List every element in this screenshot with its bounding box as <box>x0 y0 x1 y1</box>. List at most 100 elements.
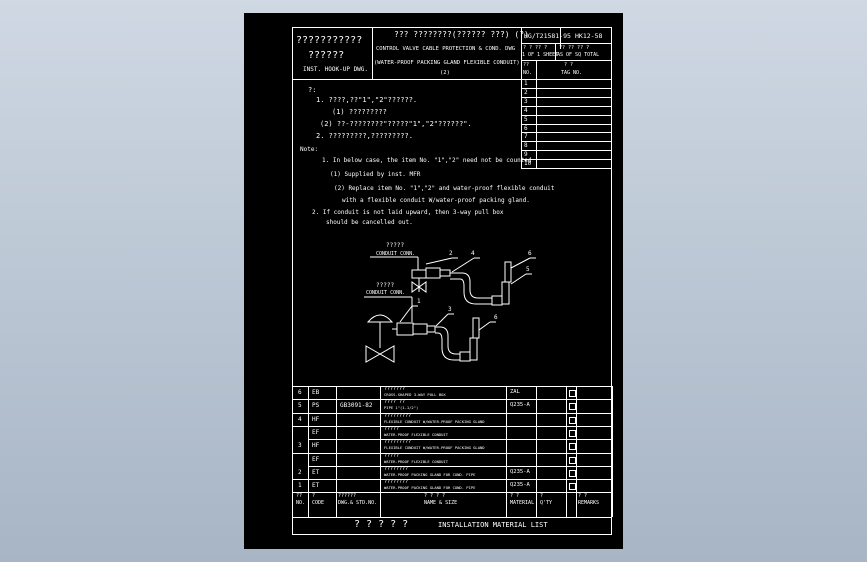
drawing-sheet <box>244 13 623 549</box>
bottom-gland-3 <box>459 351 471 362</box>
material-row-name-zh: ???????? <box>384 465 409 472</box>
material-row-name-en: WATER-PROOF FLEXIBLE CONDUIT <box>384 458 449 464</box>
material-row-name-zh: ????? <box>384 425 400 432</box>
dept-label: INST. HOOK-UP DWG. <box>303 66 369 73</box>
remark-checkbox[interactable] <box>569 429 576 437</box>
material-header-remarks-top: ? ? <box>578 493 588 500</box>
tag-row-number: 1 <box>524 80 528 87</box>
conduit-top-zh: ????? <box>386 242 405 249</box>
material-row-name-zh: ????????? <box>384 412 412 419</box>
callout-5: 5 <box>526 266 530 273</box>
company-line-2: ?????? <box>308 50 345 61</box>
drawing-frame <box>292 27 612 535</box>
material-header-code: CODE <box>312 500 325 507</box>
material-header-material: MATERIAL <box>510 500 535 507</box>
note-en-1: 1. In below case, the item No. "1","2" n… <box>322 157 532 164</box>
top-flex-conduit-b <box>450 278 492 305</box>
top-gland-2 <box>439 269 451 277</box>
material-row-name-en: WATER-PROOF FLEXIBLE CONDUIT <box>384 431 449 437</box>
material-row-std: GB3091-82 <box>340 402 373 410</box>
callout-1: 1 <box>417 298 421 305</box>
note-en-1-2a: (2) Replace item No. "1","2" and water-p… <box>334 185 555 192</box>
remark-checkbox[interactable] <box>569 390 576 397</box>
material-row-name-en: WATER-PROOF PACKING GLAND FOR COND. PIPE <box>384 485 476 491</box>
remark-checkbox[interactable] <box>569 443 576 451</box>
material-row-code: ET <box>312 482 320 490</box>
tag-row-number: 4 <box>524 106 528 114</box>
callout-6-leader <box>510 257 531 269</box>
material-header-name-top: ? ? ? ? <box>424 493 446 500</box>
tag-table-tag-top: ? ? <box>564 62 574 68</box>
tag-row-number: 8 <box>524 142 528 150</box>
material-row-material: ZAL <box>510 389 520 395</box>
material-row-name-zh: ????????? <box>384 439 412 446</box>
std-number: HG/T21581-95 <box>524 32 571 40</box>
material-row-code: ET <box>312 468 320 476</box>
material-row-code: PS <box>312 402 320 410</box>
conduit-top-label: CONDUIT CONN. <box>376 251 416 257</box>
tag-row-number: 3 <box>524 97 528 105</box>
material-header-remarks: REMARKS <box>578 500 600 507</box>
material-row-material: Q235-A <box>510 482 530 489</box>
material-row-name-zh: ???????? <box>384 479 409 486</box>
bottom-conduit-body <box>469 337 478 361</box>
material-header-std-top: ?????? <box>338 493 357 500</box>
bottom-gland-1 <box>412 323 428 335</box>
title-line-1: CONTROL VALVE CABLE PROTECTION & COND. D… <box>376 46 516 52</box>
notes-label: Note: <box>300 146 319 153</box>
remark-checkbox[interactable] <box>569 416 576 424</box>
remark-checkbox[interactable] <box>569 403 576 411</box>
note-zh-1: 1. ????,??"1","2"??????. <box>316 96 418 104</box>
callout-2-leader <box>425 257 453 265</box>
title-line-2: (WATER-PROOF PACKING GLAND FLEXIBLE COND… <box>374 60 520 66</box>
material-row-name-en: WATER-PROOF PACKING GLAND FOR COND. PIPE <box>384 471 476 477</box>
callout-5-leader <box>510 273 527 285</box>
sheet-label-2: 1 OF 1 SHEET <box>522 52 559 58</box>
valve-actuator <box>366 314 394 323</box>
remark-checkbox[interactable] <box>569 456 576 464</box>
material-row-no: 6 <box>298 389 302 396</box>
callout-6-bottom: 6 <box>494 314 498 321</box>
material-row-code: HF <box>312 415 320 423</box>
top-gland-1 <box>425 267 441 279</box>
top-conduit-body <box>501 281 510 305</box>
tag-row-number: 10 <box>524 160 532 168</box>
remark-checkbox[interactable] <box>569 469 576 477</box>
callout-6b-leader <box>478 321 491 331</box>
material-row-no: 3 <box>298 442 302 450</box>
material-row-material: Q235-A <box>510 402 530 409</box>
tag-table-tag: TAG NO. <box>561 70 583 76</box>
tag-table-no-top: ?? <box>523 62 530 68</box>
top-flex-conduit-a <box>450 272 492 299</box>
material-row-material: Q235-A <box>510 468 530 475</box>
material-row-name-zh: ??????? <box>384 386 406 392</box>
note-en-2b: should be cancelled out. <box>326 219 413 226</box>
top-gland-3 <box>491 295 503 306</box>
material-header-name: NAME & SIZE <box>424 500 458 507</box>
conduit-mid-zh: ????? <box>376 282 395 289</box>
top-pipe <box>504 261 512 283</box>
tag-row-number: 5 <box>524 115 528 123</box>
sheet-label-3: ?? ?? ?? ? <box>559 45 590 51</box>
material-row-no: 2 <box>298 468 302 476</box>
remark-checkbox[interactable] <box>569 483 576 491</box>
sheet-label-4: AS OF SQ TOTAL <box>557 52 600 58</box>
note-en-1-2b: with a flexible conduit W/water-proof pa… <box>342 197 530 204</box>
callout-3-leader <box>435 313 449 327</box>
material-row-code: EB <box>312 389 320 396</box>
tag-table-no: NO. <box>523 70 533 76</box>
material-row-name-zh: ???? ?? <box>384 399 406 406</box>
tag-row-number: 9 <box>524 151 528 159</box>
material-footer-zh: ? ? ? ? ? <box>354 519 409 530</box>
material-header-std: DWG.& STD.NO. <box>338 500 378 507</box>
material-row-code: HF <box>312 442 320 450</box>
tag-row-number: 6 <box>524 124 528 132</box>
callout-3: 3 <box>448 306 452 313</box>
material-row-name-zh: ????? <box>384 452 400 459</box>
material-header-material-top: ? ? <box>510 493 520 500</box>
material-row-name-en: FLEXIBLE CONDUIT W/WATER-PROOF PACKING G… <box>384 445 485 451</box>
bottom-pipe <box>472 317 480 339</box>
company-line-1: ??????????? <box>296 35 363 46</box>
material-header-no: NO. <box>296 500 306 507</box>
